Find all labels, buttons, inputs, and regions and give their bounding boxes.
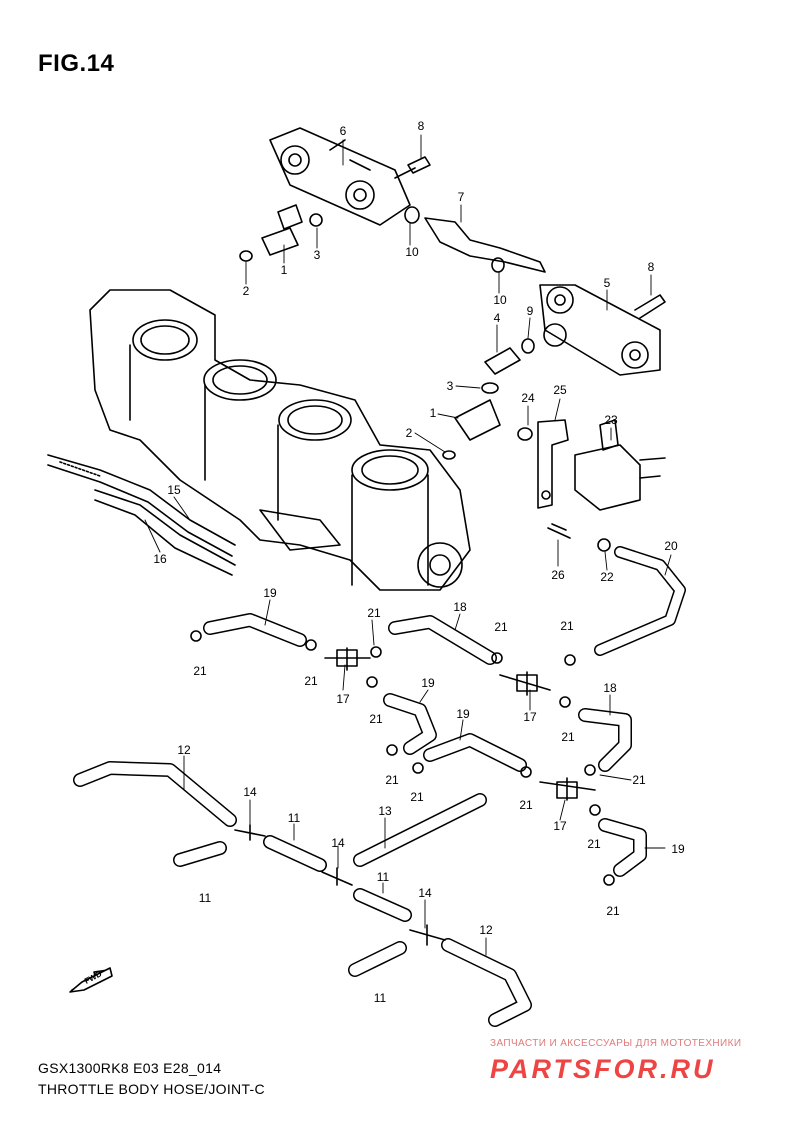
callout-19: 19 <box>421 676 435 690</box>
clip-22 <box>597 538 611 552</box>
bracket-25 <box>537 419 569 509</box>
callout-23: 23 <box>604 413 618 427</box>
callout-21: 21 <box>632 773 646 787</box>
callout-21: 21 <box>519 798 533 812</box>
callout-21: 21 <box>561 730 575 744</box>
callout-21: 21 <box>367 606 381 620</box>
callout-20: 20 <box>664 539 678 553</box>
hoses-upper-group <box>203 613 647 877</box>
callout-19: 19 <box>456 707 470 721</box>
fuel-rail-right <box>539 284 666 376</box>
throttle-body <box>89 289 471 591</box>
callout-17: 17 <box>523 710 537 724</box>
callout-12: 12 <box>479 923 493 937</box>
solenoid-valve-23 <box>574 419 666 511</box>
callout-16: 16 <box>153 552 167 566</box>
callout-11: 11 <box>376 870 390 884</box>
hoses-lower-group <box>73 761 532 1027</box>
fwd-arrow <box>69 967 113 993</box>
figure-title: FIG.14 <box>38 50 115 77</box>
callout-1: 1 <box>280 263 288 277</box>
callout-21: 21 <box>560 619 574 633</box>
callout-25: 25 <box>553 383 567 397</box>
callout-11: 11 <box>373 991 387 1005</box>
callout-3: 3 <box>313 248 321 262</box>
callout-12: 12 <box>177 743 191 757</box>
injector-lower <box>442 338 535 460</box>
callout-21: 21 <box>494 620 508 634</box>
callout-19: 19 <box>263 586 277 600</box>
fuel-rail-upper <box>269 127 411 226</box>
callout-21: 21 <box>410 790 424 804</box>
callout-6: 6 <box>339 124 347 138</box>
bolt-top <box>394 156 431 179</box>
callout-17: 17 <box>336 692 350 706</box>
callout-8: 8 <box>417 119 425 133</box>
callout-2: 2 <box>242 284 250 298</box>
model-code-caption: GSX1300RK8 E03 E28_014 <box>38 1060 222 1076</box>
callout-19: 19 <box>671 842 685 856</box>
callout-10: 10 <box>493 293 507 307</box>
nut-24 <box>517 427 533 441</box>
callout-14: 14 <box>331 836 345 850</box>
watermark-logo: PARTSFOR.RU <box>490 1054 716 1084</box>
joints-17 <box>324 647 596 801</box>
callout-5: 5 <box>603 276 611 290</box>
hose-15-16 <box>47 454 236 576</box>
callout-10: 10 <box>405 245 419 259</box>
callout-21: 21 <box>193 664 207 678</box>
callout-4: 4 <box>493 311 501 325</box>
callout-14: 14 <box>243 785 257 799</box>
callout-11: 11 <box>287 811 301 825</box>
callout-8: 8 <box>647 260 655 274</box>
injector-upper <box>239 204 323 262</box>
callout-18: 18 <box>453 600 467 614</box>
callout-21: 21 <box>606 904 620 918</box>
callout-9: 9 <box>526 304 534 318</box>
callout-18: 18 <box>603 681 617 695</box>
callout-22: 22 <box>600 570 614 584</box>
callout-11: 11 <box>198 891 212 905</box>
callout-2: 2 <box>405 426 413 440</box>
callout-13: 13 <box>378 804 392 818</box>
callout-21: 21 <box>304 674 318 688</box>
figure-subtitle: THROTTLE BODY HOSE/JOINT-C <box>38 1081 265 1097</box>
callout-26: 26 <box>551 568 565 582</box>
callout-15: 15 <box>167 483 181 497</box>
callout-14: 14 <box>418 886 432 900</box>
callout-24: 24 <box>521 391 535 405</box>
callout-21: 21 <box>587 837 601 851</box>
callout-21: 21 <box>385 773 399 787</box>
leader-lines <box>144 134 672 956</box>
bolt-26 <box>547 523 571 539</box>
clips-21 <box>190 630 615 886</box>
callout-1: 1 <box>429 406 437 420</box>
joint-7 <box>404 206 546 273</box>
callout-17: 17 <box>553 819 567 833</box>
callout-7: 7 <box>457 190 465 204</box>
watermark-tagline: ЗАПЧАСТИ И АКСЕССУАРЫ ДЛЯ МОТОТЕХНИКИ <box>490 1038 742 1049</box>
callout-3: 3 <box>446 379 454 393</box>
callout-21: 21 <box>369 712 383 726</box>
